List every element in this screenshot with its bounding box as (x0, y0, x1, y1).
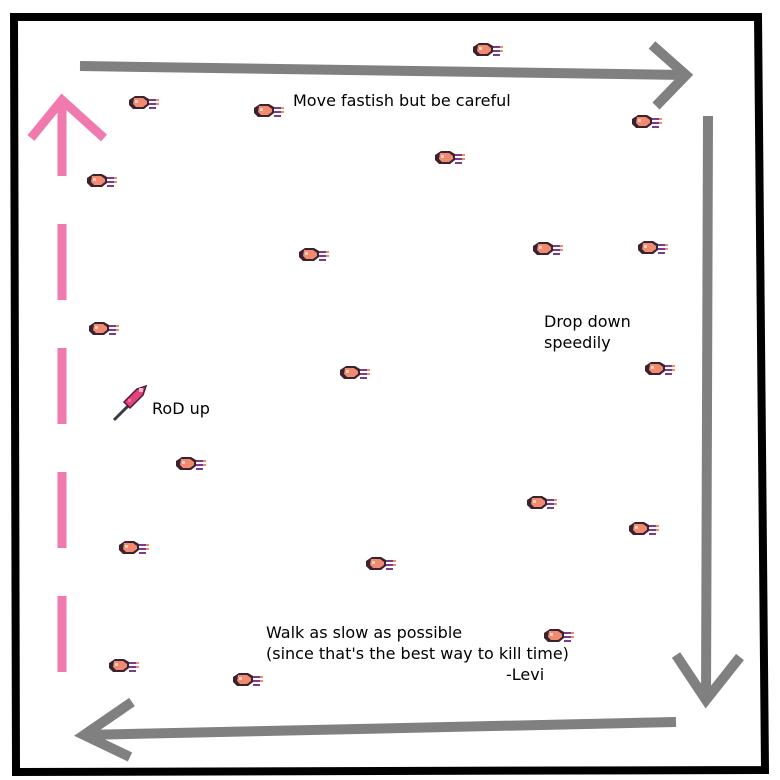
enemy-bat (527, 496, 557, 509)
right-route-note: Drop down speedily (544, 311, 631, 353)
enemy-bat (632, 115, 662, 128)
enemy-bat (629, 522, 659, 535)
enemy-bat (254, 104, 284, 117)
enemy-bat (87, 174, 117, 187)
enemy-bat (176, 457, 206, 470)
bottom-route-note-line2: (since that's the best way to kill time) (266, 644, 569, 663)
enemy-bat (129, 96, 159, 109)
bottom-route-note-line1: Walk as slow as possible (266, 623, 463, 642)
top-route-arrow (79, 41, 694, 110)
enemy-bat (233, 673, 263, 686)
enemy-bat (533, 242, 563, 255)
enemy-bat (340, 366, 370, 379)
rod-item-note: RoD up (152, 399, 210, 418)
enemy-bat (645, 362, 675, 375)
enemy-bat (299, 248, 329, 261)
bottom-route-arrow (74, 697, 677, 762)
rod-of-discord-icon (112, 384, 148, 422)
bottom-route-note: Walk as slow as possible (since that's t… (266, 622, 569, 664)
enemy-bat (109, 659, 139, 672)
right-route-note-line1: Drop down (544, 312, 631, 331)
return-arrow (27, 93, 108, 686)
enemy-bat (366, 557, 396, 570)
right-route-note-line2: speedily (544, 333, 611, 352)
right-route-arrow (671, 115, 744, 709)
map-frame (9, 13, 770, 777)
enemy-bat (435, 151, 465, 164)
top-route-note: Move fastish but be careful (293, 91, 511, 110)
author-signature: -Levi (506, 665, 545, 684)
enemy-bat (89, 322, 119, 335)
enemy-bat (638, 241, 668, 254)
enemy-bat (119, 541, 149, 554)
enemy-bat (473, 43, 503, 56)
